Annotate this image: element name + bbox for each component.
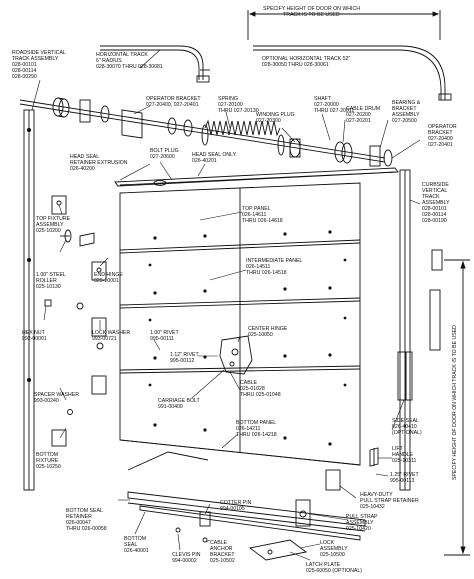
top-height-dimension [247, 10, 441, 40]
curbside-vertical-track [399, 169, 443, 491]
head-seal-extrusion [114, 167, 399, 187]
optional-horizontal-track [253, 45, 452, 101]
bottom-seal-retainer [127, 451, 366, 541]
roadside-horizontal-track [100, 45, 210, 83]
roadside-vertical-track [23, 109, 35, 491]
right-height-dimension [444, 259, 470, 556]
torsion-shaft-assembly [19, 97, 393, 167]
pull-strap-lock [175, 469, 341, 561]
lift-handle [369, 447, 379, 467]
left-hardware [44, 195, 107, 447]
center-hinge [219, 335, 253, 375]
label-optional-horizontal-track: OPTIONAL HORIZONTAL TRACK 52"028-30050 T… [262, 56, 351, 68]
specify-side-label: SPECIFY HEIGHT OF DOOR ON WHICH TRACK IS… [452, 325, 458, 480]
leader-lines [31, 49, 421, 561]
side-seal [397, 351, 413, 401]
door-panels [119, 182, 361, 466]
torsion-spring [201, 119, 285, 156]
panel-rivets [148, 230, 347, 446]
